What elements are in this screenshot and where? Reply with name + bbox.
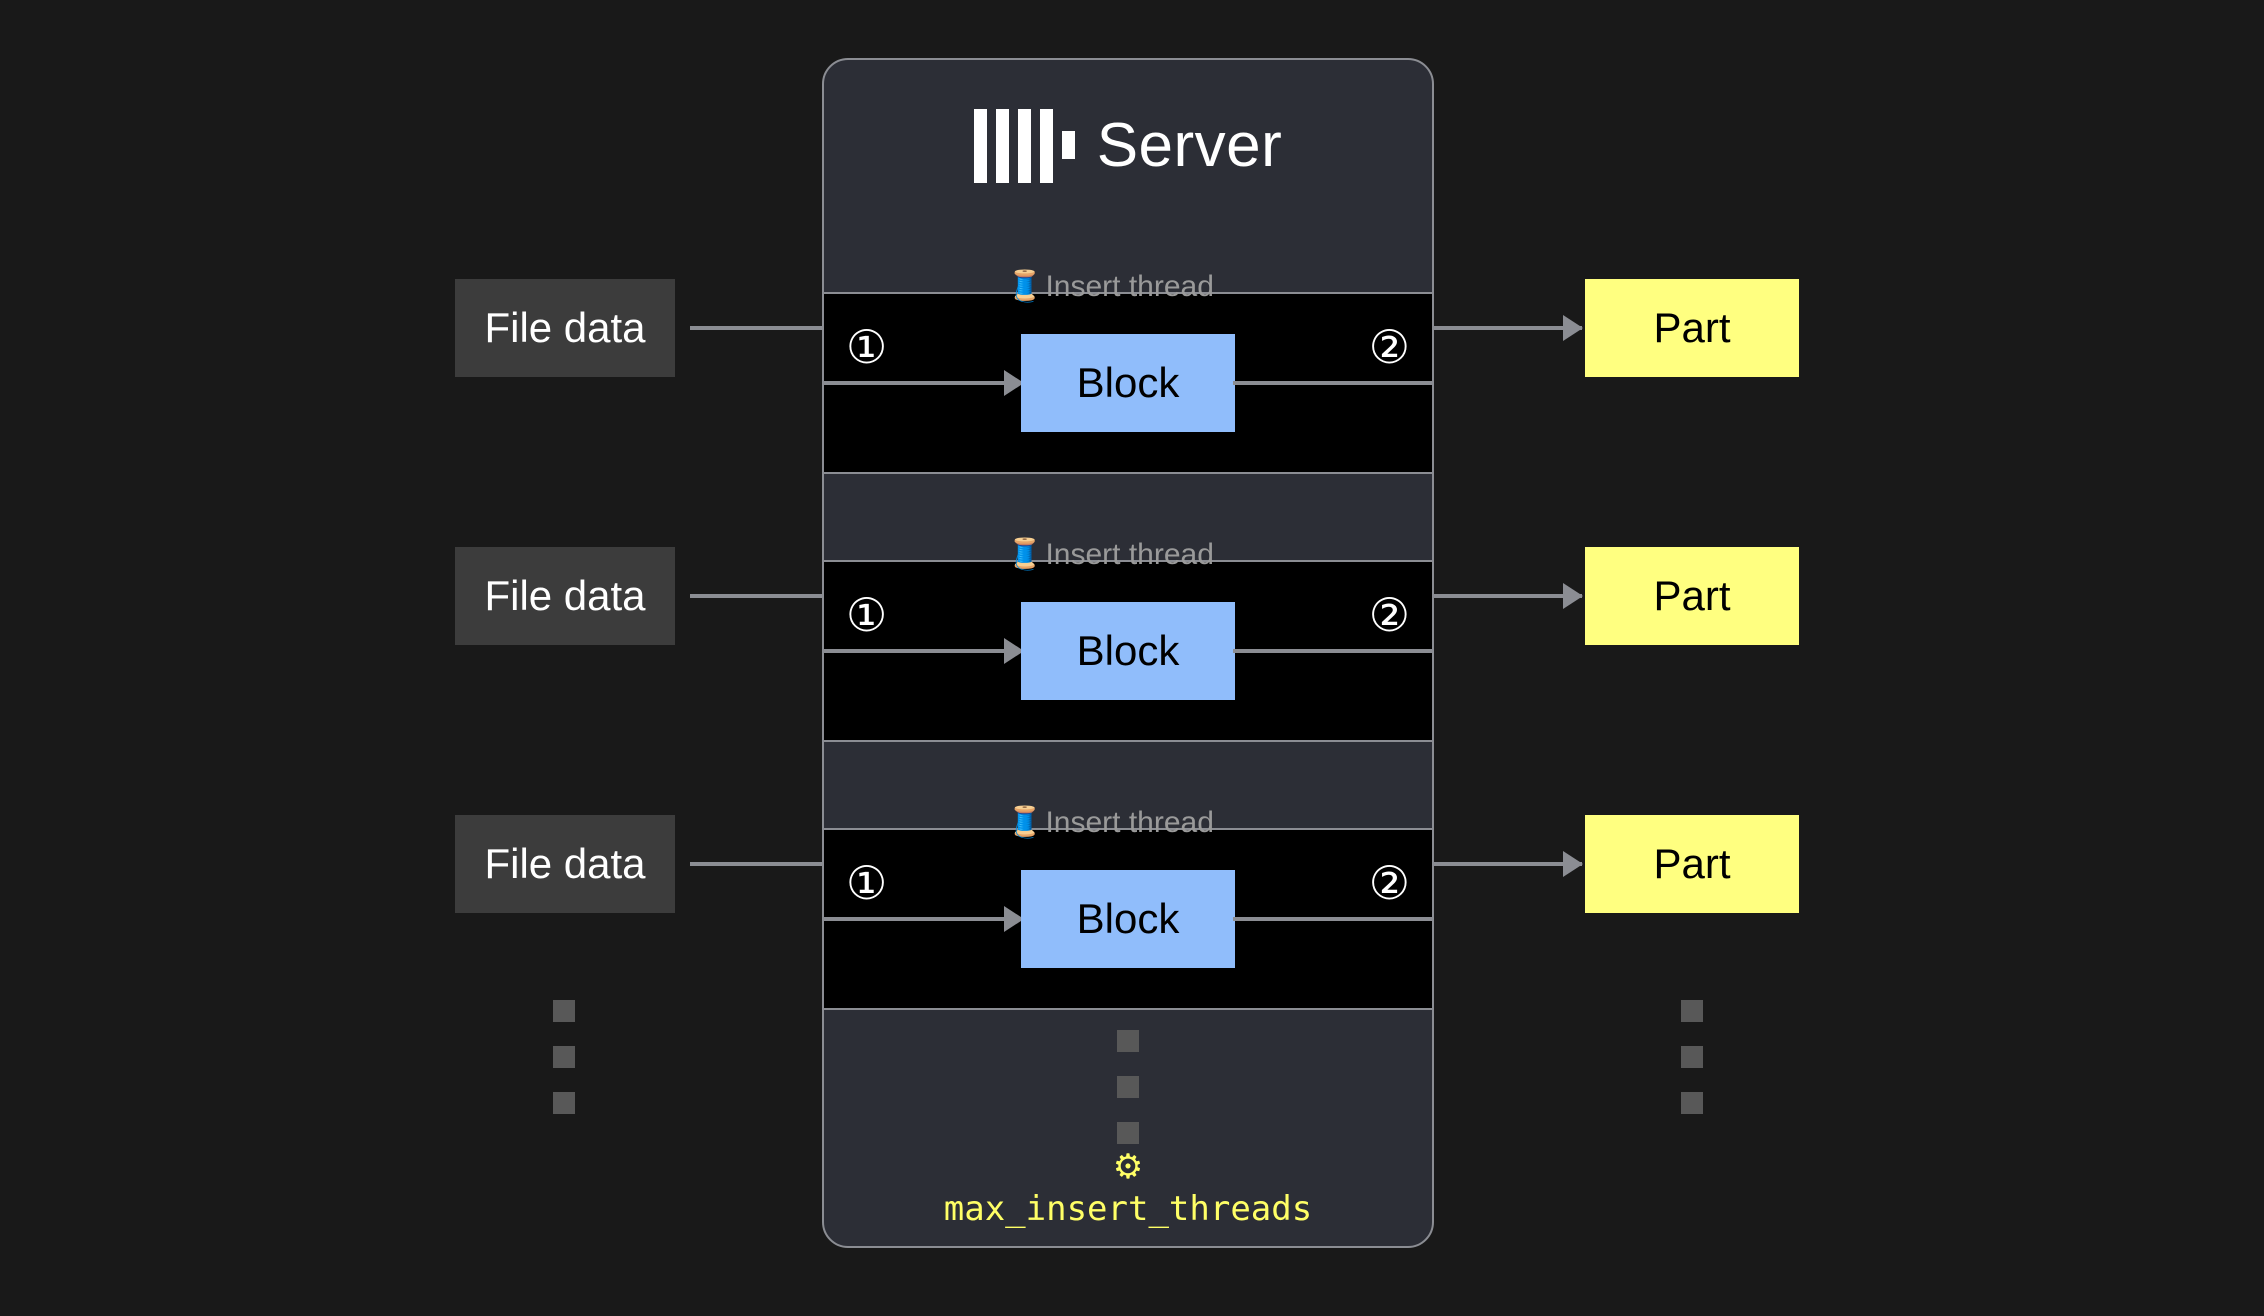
block-box-1: Block (1021, 334, 1235, 432)
file-data-box-3: File data (455, 815, 675, 913)
lane-outbound-line-3 (1233, 917, 1432, 921)
arrow-head-icon (1004, 370, 1024, 396)
insert-thread-text: Insert thread (1045, 538, 1214, 571)
thread-spool-icon: 🧵 (1006, 806, 1044, 839)
arrow-head-icon (1004, 906, 1024, 932)
connector-file-to-server-2 (690, 594, 824, 598)
connector-server-to-part-2 (1432, 583, 1583, 609)
ellipsis-square (1681, 1092, 1703, 1114)
ellipsis-square (553, 1092, 575, 1114)
arrow-head-icon (1563, 315, 1583, 341)
file-data-label: File data (484, 572, 646, 619)
insert-thread-text: Insert thread (1045, 270, 1214, 303)
part-label: Part (1653, 304, 1731, 351)
block-label: Block (1076, 627, 1180, 674)
lane-inbound-arrow-1 (824, 370, 1024, 396)
block-label: Block (1076, 895, 1180, 942)
step-number-out-3: ② (1368, 857, 1410, 909)
file-data-box-2: File data (455, 547, 675, 645)
block-label: Block (1076, 359, 1180, 406)
part-label: Part (1653, 572, 1731, 619)
insert-thread-text: Insert thread (1045, 806, 1214, 839)
lane-inbound-arrow-2 (824, 638, 1024, 664)
insert-thread-label-1: 🧵 Insert thread (1006, 272, 1214, 302)
ellipsis-square (1117, 1030, 1139, 1052)
server-header: Server (824, 60, 1432, 232)
file-data-label: File data (484, 304, 646, 351)
insert-thread-lane-2: 🧵 Insert thread ① ② Block (824, 540, 1432, 742)
insert-thread-label-2: 🧵 Insert thread (1006, 540, 1214, 570)
part-label: Part (1653, 840, 1731, 887)
ellipsis-square (1681, 1046, 1703, 1068)
step-number-in-3: ① (846, 857, 888, 909)
connector-server-to-part-3 (1432, 851, 1583, 877)
insert-thread-lane-1: 🧵 Insert thread ① ② Block (824, 272, 1432, 474)
lane-outbound-line-1 (1233, 381, 1432, 385)
ellipsis-right (1681, 1000, 1703, 1114)
server-card: Server 🧵 Insert thread ① ② Block 🧵 Inser… (822, 58, 1434, 1248)
file-data-box-1: File data (455, 279, 675, 377)
step-number-in-2: ① (846, 589, 888, 641)
lane-outbound-line-2 (1233, 649, 1432, 653)
part-box-3: Part (1585, 815, 1799, 913)
thread-spool-icon: 🧵 (1006, 270, 1044, 303)
ellipsis-square (553, 1046, 575, 1068)
clickhouse-logo-icon (973, 109, 1075, 183)
insert-thread-label-3: 🧵 Insert thread (1006, 808, 1214, 838)
arrow-head-icon (1563, 583, 1583, 609)
ellipsis-center (1117, 1030, 1139, 1144)
arrow-head-icon (1563, 851, 1583, 877)
step-number-in-1: ① (846, 321, 888, 373)
connector-file-to-server-1 (690, 326, 824, 330)
block-box-2: Block (1021, 602, 1235, 700)
thread-spool-icon: 🧵 (1006, 538, 1044, 571)
part-box-2: Part (1585, 547, 1799, 645)
block-box-3: Block (1021, 870, 1235, 968)
server-title: Server (1096, 111, 1283, 180)
ellipsis-square (1117, 1076, 1139, 1098)
setting-name-label: max_insert_threads (943, 1189, 1313, 1229)
gear-icon: ⚙ (1112, 1148, 1144, 1186)
insert-thread-lane-3: 🧵 Insert thread ① ② Block (824, 808, 1432, 1010)
arrow-head-icon (1004, 638, 1024, 664)
ellipsis-square (1117, 1122, 1139, 1144)
part-box-1: Part (1585, 279, 1799, 377)
ellipsis-square (1681, 1000, 1703, 1022)
connector-server-to-part-1 (1432, 315, 1583, 341)
step-number-out-1: ② (1368, 321, 1410, 373)
max-insert-threads-setting: ⚙ max_insert_threads (824, 1150, 1432, 1226)
ellipsis-left (553, 1000, 575, 1114)
connector-file-to-server-3 (690, 862, 824, 866)
ellipsis-square (553, 1000, 575, 1022)
file-data-label: File data (484, 840, 646, 887)
step-number-out-2: ② (1368, 589, 1410, 641)
lane-inbound-arrow-3 (824, 906, 1024, 932)
